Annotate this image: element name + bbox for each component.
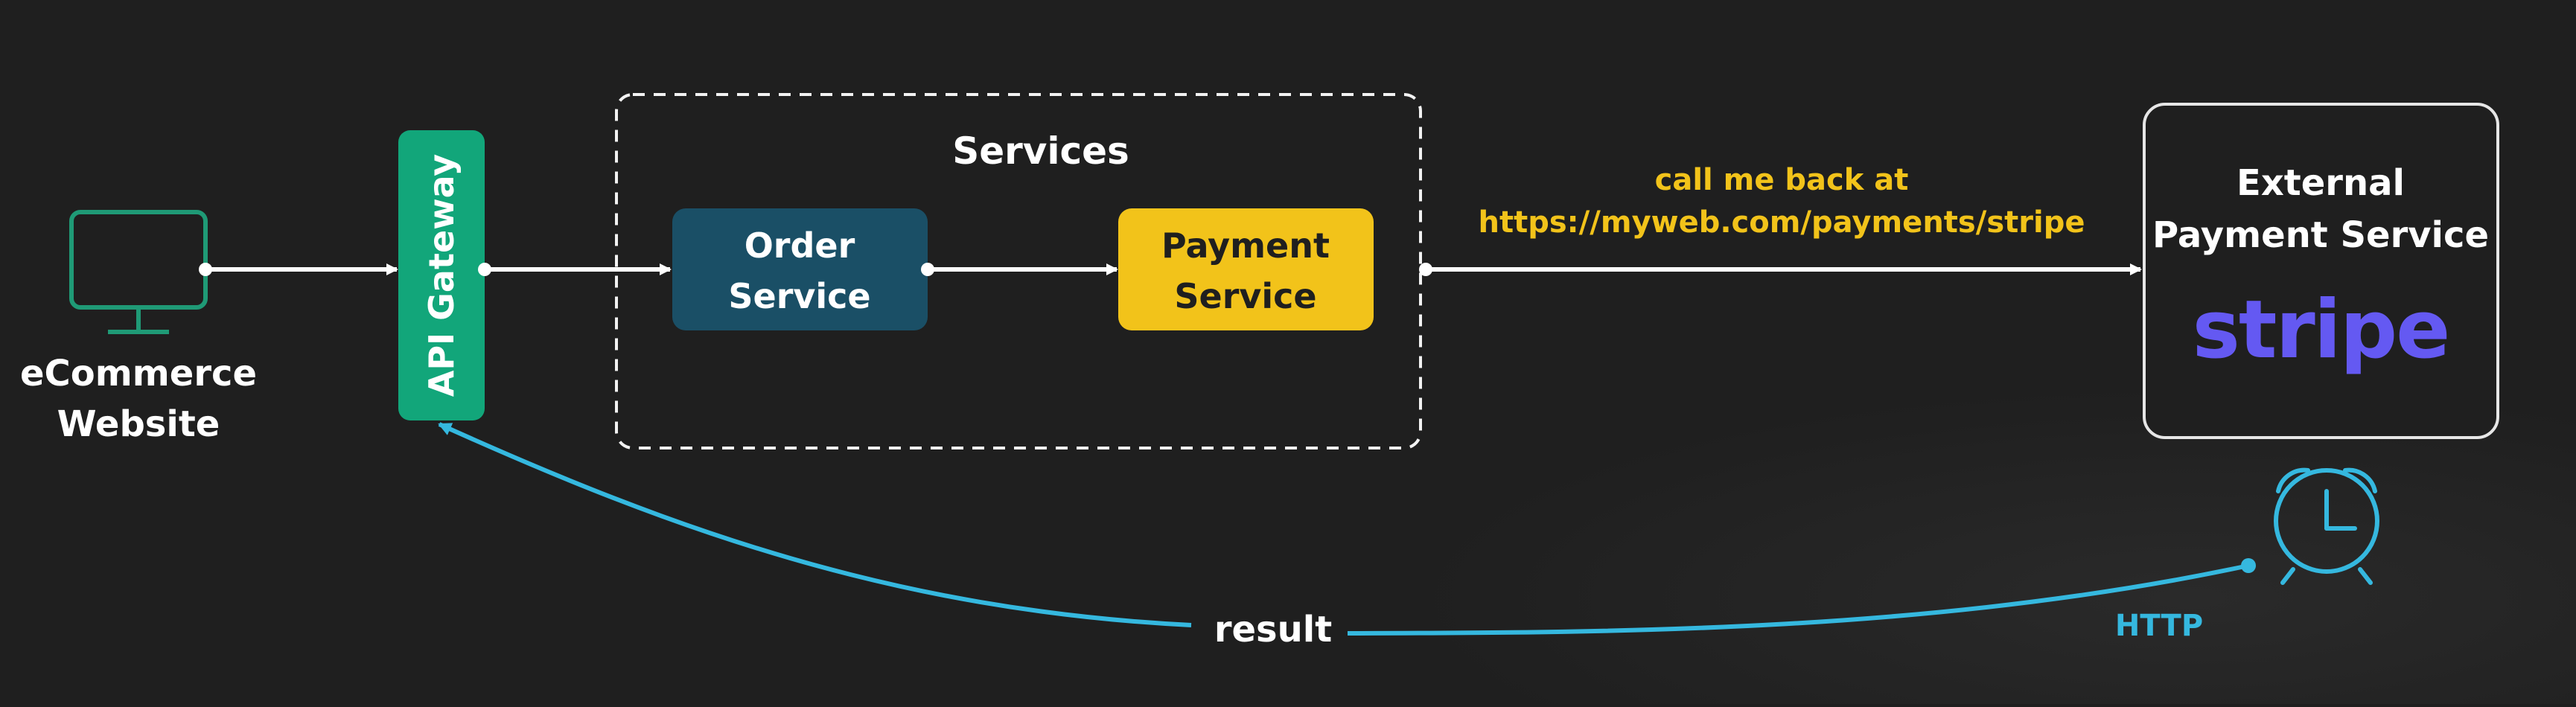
external-payment-service-node[interactable]: External Payment Service stripe: [2143, 103, 2499, 439]
client-connector-dot: [199, 263, 212, 276]
payment-service-node[interactable]: Payment Service: [1118, 208, 1374, 330]
external-line2: Payment Service: [2152, 214, 2489, 256]
api-gateway-node[interactable]: API Gateway: [398, 130, 485, 420]
monitor-icon: [69, 210, 208, 334]
external-line1: External: [2237, 162, 2405, 204]
api-gateway-label: API Gateway: [421, 154, 462, 397]
external-payment-service-box[interactable]: [2143, 103, 2499, 439]
callback-line2: https://myweb.com/payments/stripe: [1479, 205, 2085, 240]
services-connector-dot: [1419, 263, 1432, 276]
order-service-line2: Service: [728, 276, 870, 316]
callback-line1: call me back at: [1655, 163, 1909, 197]
alarm-clock-icon: [2274, 467, 2379, 585]
http-label: HTTP: [2115, 609, 2203, 643]
result-return-line-left: [438, 422, 1192, 627]
payment-service-box[interactable]: [1118, 208, 1374, 330]
order-connector-dot: [921, 263, 934, 276]
payment-service-line1: Payment: [1161, 225, 1330, 266]
gateway-connector-dot: [478, 263, 491, 276]
order-service-line1: Order: [745, 225, 855, 266]
client-label-line2: Website: [57, 403, 220, 445]
http-connector-dot: [2241, 558, 2256, 573]
stripe-logo: stripe: [2193, 284, 2449, 377]
api-gateway-box[interactable]: [398, 130, 485, 420]
payment-service-line2: Service: [1174, 276, 1316, 316]
result-label: result: [1214, 609, 1332, 650]
order-service-node[interactable]: Order Service: [672, 208, 928, 330]
result-return-line-right: [1347, 563, 2249, 636]
services-boundary: [615, 93, 1422, 450]
services-title: Services: [952, 129, 1129, 173]
client-label-line1: eCommerce: [20, 353, 257, 394]
order-service-box[interactable]: [672, 208, 928, 330]
